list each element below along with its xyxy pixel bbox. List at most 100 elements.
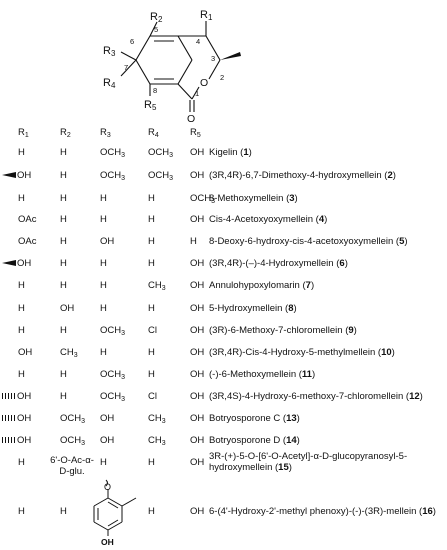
cell-r3: H bbox=[100, 193, 107, 204]
mellein-core-structure: R2 R1 R3 R4 R5 O O 1 2 3 4 5 6 7 8 bbox=[103, 9, 241, 125]
cell-value: H bbox=[148, 506, 155, 517]
phenoxy-hydroxyl: OH bbox=[101, 537, 114, 547]
svg-text:R4: R4 bbox=[103, 77, 116, 90]
cell-value: OH bbox=[17, 435, 32, 446]
cell-r5: OH bbox=[190, 147, 204, 158]
cell-r2: H bbox=[60, 193, 67, 204]
cell-value: H bbox=[18, 193, 25, 204]
cell-r5: OH bbox=[190, 413, 204, 424]
compound-number: 10 bbox=[381, 347, 392, 358]
position-1: 1 bbox=[195, 89, 199, 98]
cell-r4: CH3 bbox=[148, 280, 166, 292]
cell-r4: CH3 bbox=[148, 435, 166, 447]
compound-number: 7 bbox=[305, 280, 311, 291]
compound-number: 13 bbox=[286, 413, 297, 424]
compound-number: 3 bbox=[289, 193, 295, 204]
cell-r4: H bbox=[148, 457, 155, 468]
cell-r4: CH3 bbox=[148, 413, 166, 425]
position-5: 5 bbox=[154, 25, 158, 34]
cell-value: 6'-O-Ac-α-D-glu. bbox=[50, 455, 94, 477]
cell-r1: H bbox=[18, 303, 25, 314]
cell-r1: OH bbox=[2, 435, 31, 446]
cell-value: OCH3 bbox=[100, 170, 126, 182]
cell-value: H bbox=[60, 369, 67, 380]
cell-r4: H bbox=[148, 303, 155, 314]
carbonyl-oxygen: O bbox=[187, 113, 195, 125]
cell-r4: OCH3 bbox=[148, 147, 173, 159]
cell-r1: H bbox=[18, 369, 25, 380]
cell-value: OH bbox=[190, 214, 205, 225]
cell-r1: OH bbox=[2, 391, 31, 402]
cell-r1: OH bbox=[18, 347, 32, 358]
r1-label: R bbox=[200, 9, 208, 21]
cell-value: H bbox=[148, 457, 155, 468]
cell-r5: OH bbox=[190, 214, 204, 225]
cell-value: OH bbox=[100, 236, 115, 247]
svg-text:R2: R2 bbox=[150, 11, 163, 24]
position-4: 4 bbox=[196, 37, 200, 46]
cell-value: H bbox=[148, 236, 155, 247]
compound-name: Botryosporone D (14) bbox=[209, 435, 300, 446]
cell-value: OH bbox=[17, 258, 32, 269]
cell-r4: H bbox=[148, 236, 155, 247]
cell-value: H bbox=[18, 325, 25, 336]
cell-r2: H bbox=[60, 258, 67, 269]
hashed-bond-icon bbox=[2, 437, 16, 444]
compound-name: Cis-4-Acetoxyoxymellein (4) bbox=[209, 214, 328, 225]
cell-r5: OH bbox=[190, 280, 204, 291]
r3-label: R bbox=[103, 45, 111, 57]
cell-r3: OCH3 bbox=[100, 369, 125, 381]
compound-number: 14 bbox=[286, 435, 297, 446]
cell-value: H bbox=[60, 193, 67, 204]
compound-name: 8-Methoxymellein (3) bbox=[209, 193, 298, 204]
cell-r1: OH bbox=[2, 170, 31, 181]
cell-value: OH bbox=[190, 258, 205, 269]
cell-r1: H bbox=[18, 193, 25, 204]
cell-r3: H bbox=[100, 214, 107, 225]
compound-name: (3R,4R)-Cis-4-Hydroxy-5-methylmellein (1… bbox=[209, 347, 395, 358]
position-8: 8 bbox=[153, 86, 157, 95]
cell-value: H bbox=[148, 258, 155, 269]
cell-value: OCH3 bbox=[148, 170, 174, 182]
cell-value: OCH3 bbox=[100, 147, 126, 159]
cell-r5: OH bbox=[190, 170, 204, 181]
cell-value: H bbox=[60, 258, 67, 269]
cell-r1: OH bbox=[2, 258, 31, 269]
cell-value: H bbox=[148, 193, 155, 204]
cell-value: H bbox=[100, 347, 107, 358]
cell-value: H bbox=[18, 506, 25, 517]
compound-name: 8-Deoxy-6-hydroxy-cis-4-acetoxyoxymellei… bbox=[209, 236, 408, 247]
svg-text:R3: R3 bbox=[103, 45, 116, 58]
phenoxy-oxygen: O bbox=[104, 482, 111, 492]
r4-label: R bbox=[103, 77, 111, 89]
cell-r4: H bbox=[148, 347, 155, 358]
cell-r4: OCH3 bbox=[148, 170, 174, 182]
cell-value: H bbox=[100, 457, 107, 468]
cell-value: OH bbox=[190, 413, 205, 424]
cell-r5: OH bbox=[190, 506, 204, 517]
cell-r3: H bbox=[100, 258, 107, 269]
cell-value: H bbox=[190, 236, 197, 247]
header-r3: R3 bbox=[100, 127, 111, 139]
compound-name: Annulohypoxylomarin (7) bbox=[209, 280, 315, 291]
cell-value: OAc bbox=[18, 214, 37, 225]
cell-value: OH bbox=[190, 391, 205, 402]
r2-label: R bbox=[150, 11, 158, 23]
cell-r1: H bbox=[18, 457, 25, 468]
svg-text:R5: R5 bbox=[144, 99, 157, 112]
cell-r2: H bbox=[60, 506, 67, 517]
cell-value: OH bbox=[190, 303, 205, 314]
cell-r2: H bbox=[60, 170, 67, 181]
cell-r2: OCH3 bbox=[60, 435, 85, 447]
hashed-bond-icon bbox=[2, 415, 16, 422]
cell-value: OCH3 bbox=[60, 413, 86, 425]
compound-number: 11 bbox=[301, 369, 312, 380]
cell-value: H bbox=[148, 214, 155, 225]
compound-name: (3R,4R)-(–)-4-Hydroxymellein (6) bbox=[209, 258, 348, 269]
compound-number: 12 bbox=[409, 391, 420, 402]
r5-label: R bbox=[144, 99, 152, 111]
svg-text:R1: R1 bbox=[200, 9, 213, 22]
cell-r1: OAc bbox=[18, 214, 36, 225]
cell-r3: H bbox=[100, 347, 107, 358]
phenoxy-substituent-structure: O OH bbox=[93, 479, 137, 547]
